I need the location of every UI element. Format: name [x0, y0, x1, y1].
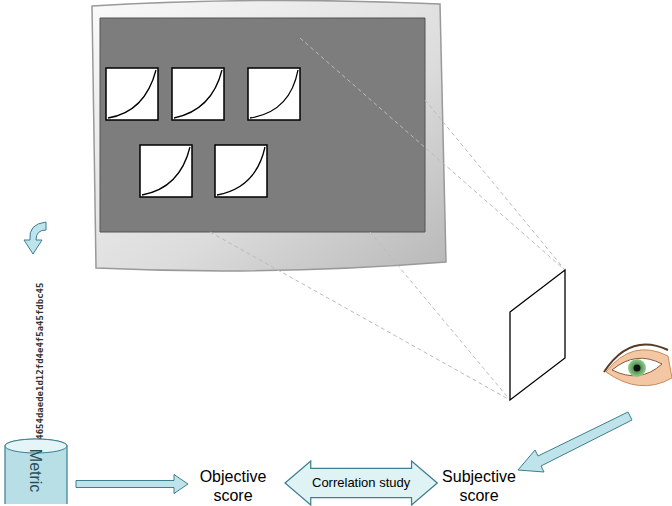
thumbnails [106, 68, 300, 197]
curved-arrow [24, 222, 46, 254]
node-text: Metric [26, 449, 45, 493]
eye-arrow [518, 412, 632, 472]
block-arrow [76, 475, 188, 494]
curves [108, 70, 298, 195]
node-text: Correlation study [312, 475, 410, 491]
score-label: Subjective score [436, 466, 522, 506]
node-text: Subjective score [438, 467, 520, 505]
node-text: Objective score [192, 467, 274, 505]
metric-cylinder: Metric [4, 438, 68, 504]
projection-lines [210, 38, 565, 400]
monitor-screen [100, 18, 425, 232]
monitor-bezel [92, 0, 446, 270]
score-label: Objective score [190, 466, 276, 506]
correlation-arrow: Correlation study [284, 460, 438, 506]
viewing-plane [510, 270, 565, 400]
eye-icon [604, 344, 672, 385]
hash-string: 12524654daede1d12fd4e4f5a45fdbc45 [35, 283, 45, 462]
